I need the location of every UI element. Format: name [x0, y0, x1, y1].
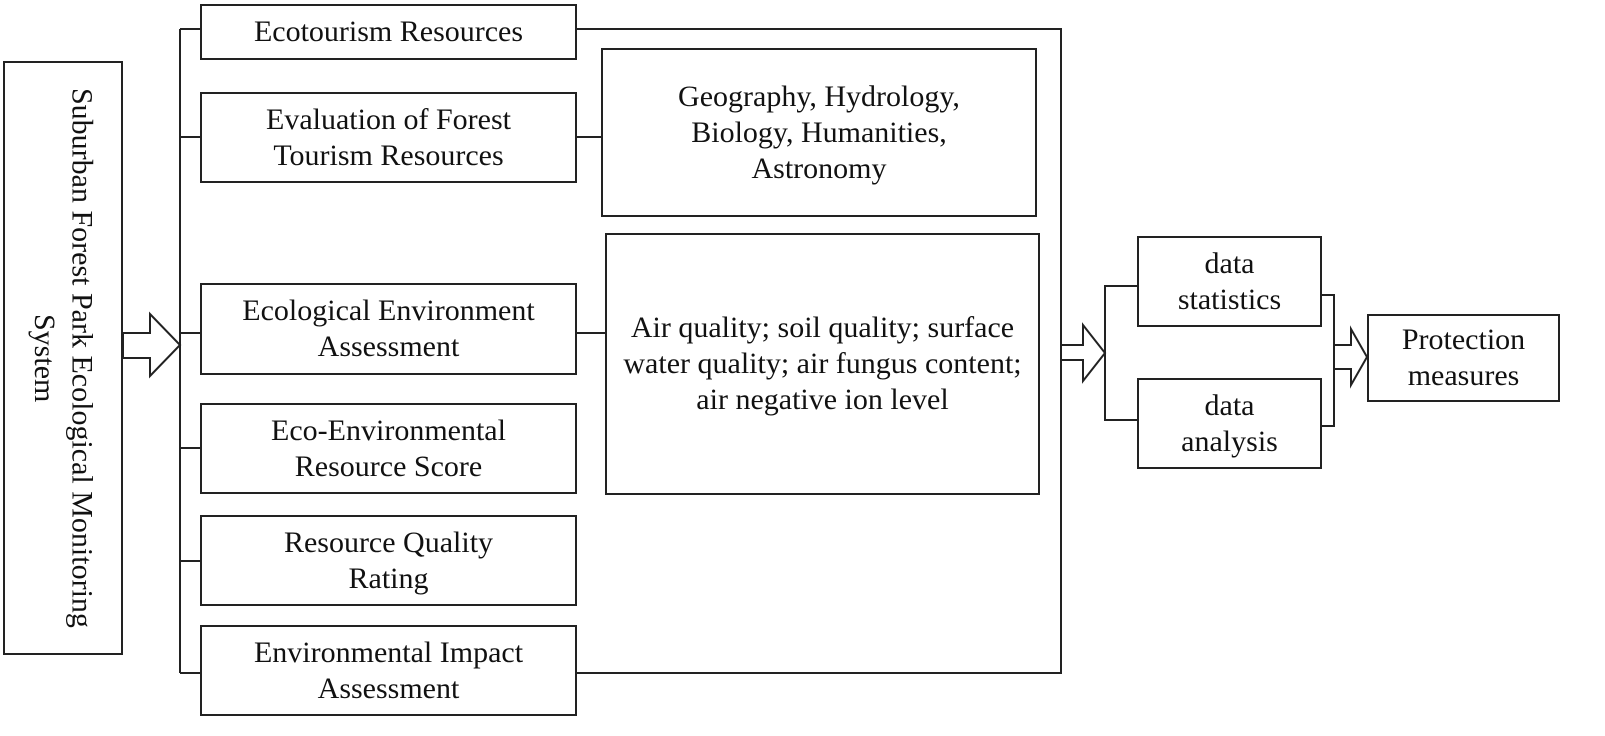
detail-label: Geography, Hydrology, Biology, Humanitie…: [678, 79, 960, 185]
root-system-box: Suburban Forest Park Ecological Monitori…: [3, 61, 123, 655]
arrow-processing-to-output: [1333, 325, 1369, 389]
detail-resource-categories: Geography, Hydrology, Biology, Humanitie…: [601, 48, 1037, 217]
module-forest-tourism-evaluation: Evaluation of Forest Tourism Resources: [200, 92, 577, 183]
process-data-analysis: data analysis: [1137, 378, 1322, 469]
process-data-statistics: data statistics: [1137, 236, 1322, 327]
output-label: Protection measures: [1401, 323, 1526, 392]
module-ecological-environment-assessment: Ecological Environment Assessment: [200, 283, 577, 375]
module-eco-environmental-resource-score: Eco-Environmental Resource Score: [200, 403, 577, 494]
detail-environment-indicators: Air quality; soil quality; surface water…: [605, 233, 1040, 495]
module-resource-quality-rating: Resource Quality Rating: [200, 515, 577, 606]
arrow-modules-to-processing: [1060, 322, 1107, 384]
module-label: Eco-Environmental Resource Score: [271, 413, 506, 483]
detail-label: Air quality; soil quality; surface water…: [623, 311, 1022, 416]
module-ecotourism-resources: Ecotourism Resources: [200, 4, 577, 60]
arrow-root-to-modules: [122, 311, 182, 379]
module-label: Ecotourism Resources: [253, 15, 524, 48]
root-system-label: Suburban Forest Park Ecological Monitori…: [28, 88, 99, 628]
process-label: data analysis: [1181, 388, 1278, 458]
module-label: Environmental Impact Assessment: [253, 635, 524, 705]
module-environmental-impact-assessment: Environmental Impact Assessment: [200, 625, 577, 716]
module-label: Ecological Environment Assessment: [242, 294, 535, 363]
process-label: data statistics: [1177, 246, 1282, 316]
output-protection-measures: Protection measures: [1367, 314, 1560, 402]
module-label: Evaluation of Forest Tourism Resources: [266, 102, 511, 172]
module-label: Resource Quality Rating: [283, 525, 494, 595]
